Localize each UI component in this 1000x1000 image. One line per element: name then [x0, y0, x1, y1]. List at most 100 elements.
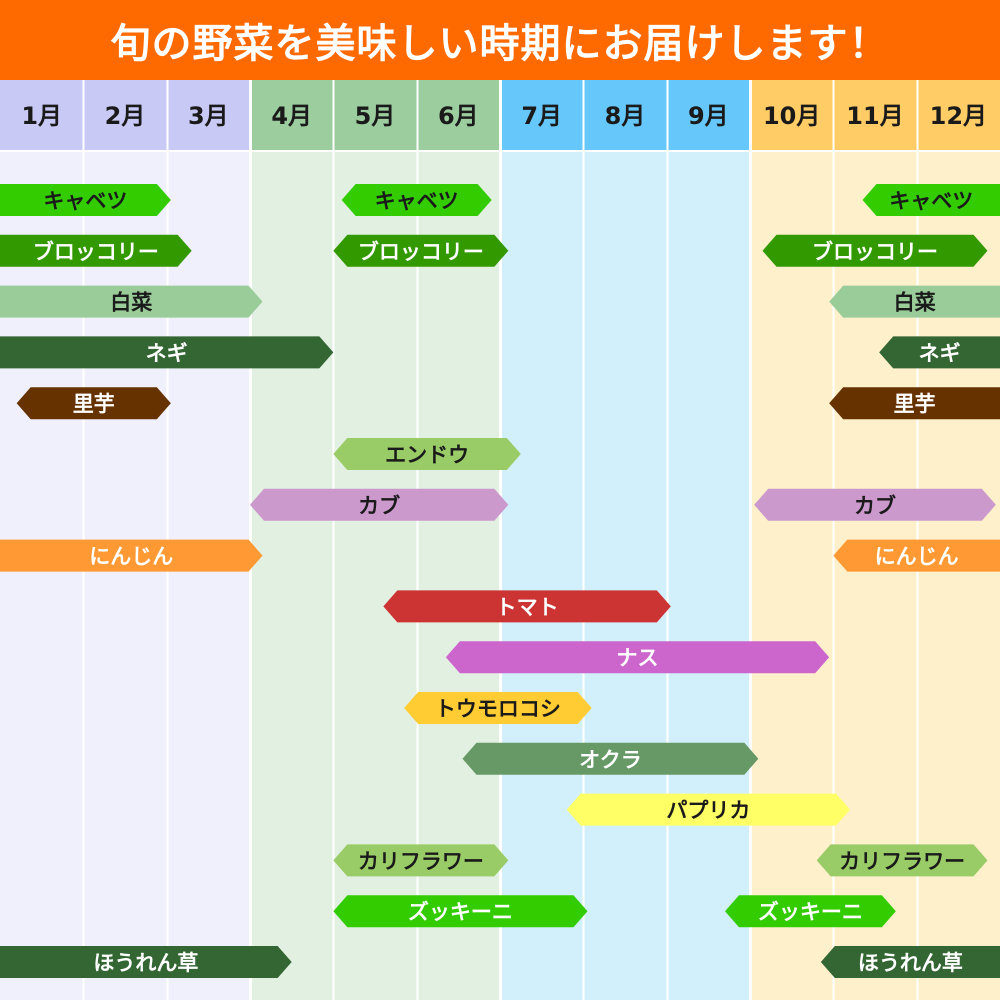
bar-5-1: 里芋 — [16, 387, 171, 420]
bar-shape — [829, 285, 1000, 318]
bar-6-1: エンドウ — [333, 438, 521, 470]
bar-1-2: キャベツ — [341, 184, 492, 216]
bar-label: キャベツ — [43, 189, 127, 213]
bar-shape — [404, 692, 592, 724]
bar-9-1: トマト — [383, 590, 671, 623]
season-band-body-2 — [500, 152, 750, 1000]
bar-shape — [16, 387, 171, 420]
bar-label: パプリカ — [666, 799, 750, 823]
bar-shape — [341, 184, 492, 216]
bar-label: にんじん — [89, 545, 173, 569]
bar-shape — [0, 539, 263, 572]
month-label-12: 12月 — [930, 102, 987, 130]
bar-shape — [879, 336, 1000, 369]
bar-shape — [862, 184, 1000, 216]
bar-7-2: カブ — [754, 488, 996, 521]
bar-shape — [566, 793, 850, 826]
bar-shape — [725, 895, 896, 928]
bar-shape — [333, 844, 509, 877]
bar-shape — [829, 387, 1000, 420]
bar-shape — [754, 488, 996, 521]
bar-label: にんじん — [875, 545, 959, 569]
month-label-1: 1月 — [21, 102, 62, 130]
month-label-4: 4月 — [271, 102, 312, 130]
bar-shape — [820, 946, 1000, 978]
month-label-9: 9月 — [688, 102, 729, 130]
bar-shape — [333, 234, 509, 267]
bar-15-1: ズッキーニ — [333, 895, 588, 928]
bar-shape — [0, 234, 192, 267]
bar-label: エンドウ — [385, 443, 469, 467]
bar-shape — [383, 590, 671, 623]
season-band-head-2 — [500, 80, 750, 152]
bar-11-1: トウモロコシ — [404, 692, 592, 724]
bar-label: カリフラワー — [839, 849, 965, 873]
bar-label: 白菜 — [894, 291, 936, 315]
bar-label: 白菜 — [110, 291, 152, 315]
bar-14-2: カリフラワー — [816, 844, 988, 877]
bar-3-2: 白菜 — [829, 285, 1000, 318]
bar-shape — [833, 539, 1000, 572]
month-label-11: 11月 — [846, 102, 903, 130]
bar-shape — [0, 336, 334, 369]
bar-label: ナス — [617, 646, 659, 670]
month-label-6: 6月 — [438, 102, 479, 130]
page-title: 旬の野菜を美味しい時期にお届けします！ — [0, 0, 1000, 80]
bar-shape — [816, 844, 988, 877]
bar-shape — [0, 946, 292, 978]
bar-4-1: ネギ — [0, 336, 334, 369]
bar-2-3: ブロッコリー — [762, 234, 988, 267]
bar-label: トウモロコシ — [435, 697, 561, 721]
bar-7-1: カブ — [250, 488, 509, 521]
bar-label: カブ — [854, 494, 896, 518]
bar-label: キャベツ — [375, 189, 459, 213]
bar-label: ほうれん草 — [858, 951, 963, 975]
bar-label: ネギ — [919, 341, 961, 365]
bar-label: カブ — [358, 494, 400, 518]
bar-label: 里芋 — [73, 392, 115, 416]
bar-15-2: ズッキーニ — [725, 895, 896, 928]
bar-label: カリフラワー — [358, 849, 484, 873]
bar-14-1: カリフラワー — [333, 844, 509, 877]
bar-12-1: オクラ — [462, 742, 759, 775]
bar-2-1: ブロッコリー — [0, 234, 192, 267]
bar-8-1: にんじん — [0, 539, 263, 572]
bar-label: 里芋 — [894, 392, 936, 416]
bar-label: ブロッコリー — [33, 240, 159, 264]
bar-shape — [762, 234, 988, 267]
bar-label: ズッキーニ — [408, 900, 513, 924]
month-label-7: 7月 — [521, 102, 562, 130]
bar-10-1: ナス — [445, 641, 830, 674]
bar-shape — [333, 438, 521, 470]
season-band-head-0 — [0, 80, 250, 152]
bar-shape — [250, 488, 509, 521]
season-band-body-0 — [0, 152, 250, 1000]
month-label-10: 10月 — [763, 102, 820, 130]
bar-label: ブロッコリー — [812, 240, 938, 264]
bar-5-2: 里芋 — [829, 387, 1000, 420]
bar-label: キャベツ — [889, 189, 973, 213]
bar-2-2: ブロッコリー — [333, 234, 509, 267]
bar-label: ほうれん草 — [93, 951, 198, 975]
season-band-head-1 — [250, 80, 500, 152]
bar-4-2: ネギ — [879, 336, 1000, 369]
bar-label: ブロッコリー — [358, 240, 484, 264]
bar-label: オクラ — [579, 748, 642, 772]
bar-shape — [462, 742, 759, 775]
bar-1-3: キャベツ — [862, 184, 1000, 216]
bar-16-2: ほうれん草 — [820, 946, 1000, 978]
month-label-8: 8月 — [605, 102, 646, 130]
bar-shape — [0, 184, 171, 216]
bar-16-1: ほうれん草 — [0, 946, 292, 978]
bar-shape — [333, 895, 588, 928]
month-label-2: 2月 — [105, 102, 146, 130]
bar-1-1: キャベツ — [0, 184, 171, 216]
bar-label: ズッキーニ — [758, 900, 863, 924]
month-label-5: 5月 — [355, 102, 396, 130]
bar-shape — [445, 641, 830, 674]
bar-label: ネギ — [146, 341, 188, 365]
